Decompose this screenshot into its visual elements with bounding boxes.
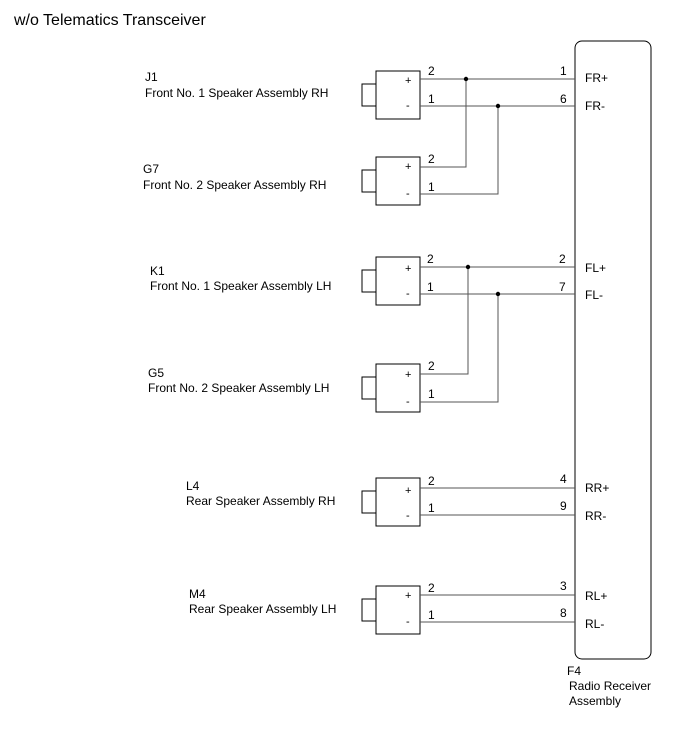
speaker-code: G5 [148, 366, 165, 380]
wire [420, 294, 499, 403]
speaker-symbol [361, 256, 421, 306]
receiver-pin: 9 [560, 499, 567, 513]
receiver-terminal-name: FR+ [585, 71, 608, 85]
speaker-symbol [361, 156, 421, 206]
speaker-code: M4 [189, 587, 206, 601]
junction-dot [495, 103, 501, 109]
radio-receiver-box [574, 40, 652, 660]
receiver-name-line1: Radio Receiver [569, 679, 652, 693]
speaker-symbol [361, 363, 421, 413]
receiver-pin: 7 [559, 280, 566, 294]
receiver-pin: 1 [560, 64, 567, 78]
speaker-symbol [361, 477, 421, 527]
plus-sign: + [405, 161, 411, 173]
receiver-pin: 2 [559, 252, 566, 266]
minus-sign: - [406, 616, 410, 628]
receiver-terminal-name: RL+ [585, 589, 607, 603]
minus-sign: - [406, 100, 410, 112]
junction-dot [463, 76, 469, 82]
minus-sign: - [406, 188, 410, 200]
speaker-symbol [361, 70, 421, 120]
plus-sign: + [405, 263, 411, 275]
speaker-pin: 2 [428, 474, 435, 488]
wire [420, 106, 499, 195]
speaker-pin: 1 [427, 280, 434, 294]
speaker-code: G7 [143, 162, 160, 176]
speaker-pin: 2 [428, 359, 435, 373]
speaker-pin: 1 [428, 180, 435, 194]
receiver-pin: 8 [560, 606, 567, 620]
junction-dot [495, 291, 501, 297]
speaker-name: Rear Speaker Assembly LH [189, 602, 337, 616]
receiver-terminal-name: FL- [585, 288, 603, 302]
receiver-pin: 4 [560, 472, 567, 486]
plus-sign: + [405, 75, 411, 87]
minus-sign: - [406, 510, 410, 522]
plus-sign: + [405, 369, 411, 381]
junction-dot [465, 264, 471, 270]
speaker-name: Rear Speaker Assembly RH [186, 494, 336, 508]
receiver-code: F4 [567, 664, 582, 678]
speaker-pin: 1 [428, 501, 435, 515]
speaker-pin: 2 [428, 152, 435, 166]
speaker-name: Front No. 2 Speaker Assembly LH [148, 381, 330, 395]
receiver-terminal-name: RR+ [585, 481, 609, 495]
minus-sign: - [406, 288, 410, 300]
wire [420, 267, 469, 375]
receiver-pin: 3 [560, 579, 567, 593]
speaker-pin: 1 [428, 387, 435, 401]
speaker-pin: 2 [428, 64, 435, 78]
speaker-pin: 1 [428, 92, 435, 106]
speaker-name: Front No. 2 Speaker Assembly RH [143, 178, 327, 192]
speaker-name: Front No. 1 Speaker Assembly LH [150, 279, 332, 293]
speaker-pin: 1 [428, 608, 435, 622]
receiver-terminal-name: FL+ [585, 261, 606, 275]
speaker-pin: 2 [428, 581, 435, 595]
receiver-pin: 6 [560, 92, 567, 106]
receiver-terminal-name: RR- [585, 509, 606, 523]
speaker-symbol [361, 585, 421, 635]
receiver-name-line2: Assembly [569, 694, 622, 708]
receiver-terminal-name: RL- [585, 617, 604, 631]
receiver-terminal-name: FR- [585, 99, 605, 113]
wire [420, 79, 467, 168]
plus-sign: + [405, 485, 411, 497]
speaker-pin: 2 [427, 252, 434, 266]
speaker-code: J1 [145, 70, 158, 84]
diagram-title: w/o Telematics Transceiver [14, 12, 206, 29]
plus-sign: + [405, 590, 411, 602]
speaker-code: L4 [186, 479, 200, 493]
minus-sign: - [406, 396, 410, 408]
speaker-code: K1 [150, 264, 165, 278]
speaker-name: Front No. 1 Speaker Assembly RH [145, 86, 329, 100]
